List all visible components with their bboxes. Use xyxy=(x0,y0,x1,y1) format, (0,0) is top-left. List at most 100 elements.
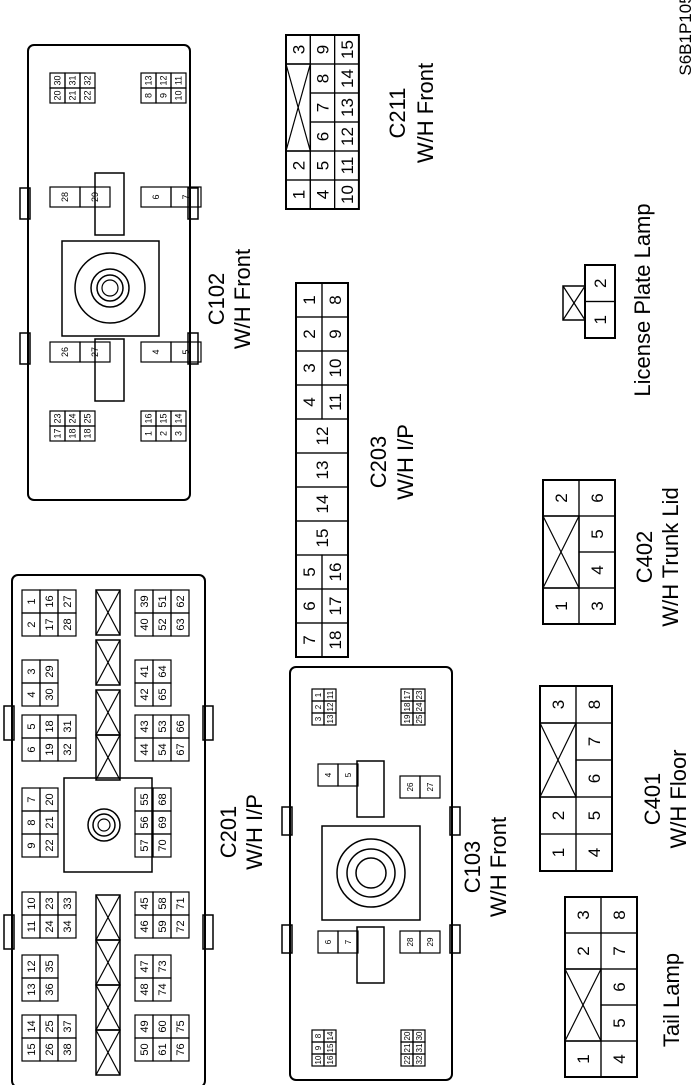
c402-name: W/H Trunk Lid xyxy=(658,487,683,626)
c102-pin-label: 28 xyxy=(60,192,70,202)
c201-pin-label: 45 xyxy=(139,897,151,909)
c201-pin-label: 37 xyxy=(62,1020,74,1032)
c103-pin-label: 28 xyxy=(406,937,415,946)
c201-blank xyxy=(95,639,121,686)
c103-center-boss xyxy=(321,825,421,921)
cross-line xyxy=(95,589,121,636)
c201-pin-label: 4 xyxy=(26,691,38,697)
c103-pin-label: 22 xyxy=(403,1055,412,1064)
c201-pin-label: 63 xyxy=(175,618,187,630)
c401-name: W/H Floor xyxy=(666,750,691,849)
license-plate-lamp-pin-label: 2 xyxy=(591,279,610,288)
c201-pin-label: 74 xyxy=(157,983,169,995)
c201-pin-label: 8 xyxy=(26,819,38,825)
c201-pin-label: 43 xyxy=(139,720,151,732)
c201-pin-label: 62 xyxy=(175,595,187,607)
c201-pin-label: 30 xyxy=(44,688,56,700)
c203-pin-label: 6 xyxy=(300,601,319,610)
c103-pin-label: 3 xyxy=(314,716,323,721)
c201-pin-label: 42 xyxy=(139,688,151,700)
c211-pin-label: 9 xyxy=(314,45,333,54)
c201-pin xyxy=(57,737,77,762)
c103-pin-label: 5 xyxy=(344,772,353,777)
c211-pin-label: 13 xyxy=(338,98,357,117)
c201-pin-label: 39 xyxy=(139,595,151,607)
c103-slot xyxy=(356,760,385,818)
c201-pin xyxy=(39,682,59,707)
c201-pin-label: 65 xyxy=(157,688,169,700)
c201-pin xyxy=(57,1037,77,1062)
c201-pin-label: 22 xyxy=(44,839,56,851)
c201-pin-label: 3 xyxy=(26,668,38,674)
c102-pin xyxy=(79,87,96,104)
c103-latch xyxy=(281,924,293,954)
c203-pin-label: 9 xyxy=(326,329,345,338)
c201-pin-label: 57 xyxy=(139,839,151,851)
c103-latch xyxy=(449,924,461,954)
c102-pin-label: 12 xyxy=(159,75,169,85)
tail-lamp-pin-label: 4 xyxy=(610,1054,629,1063)
c102-pin-label: 4 xyxy=(151,349,161,354)
figure-code: S6B1P105 xyxy=(676,0,695,76)
c103-pin-label: 27 xyxy=(426,782,435,791)
c201-pin-label: 50 xyxy=(139,1043,151,1055)
c201-pin-label: 49 xyxy=(139,1020,151,1032)
c201-pin-label: 59 xyxy=(157,920,169,932)
c401-pin-label: 2 xyxy=(549,811,568,820)
cross-line xyxy=(95,939,121,986)
c102-pin-label: 8 xyxy=(144,93,154,98)
c201-pin-label: 17 xyxy=(44,618,56,630)
c103-pin-label: 18 xyxy=(403,702,412,711)
c102-boss-ring xyxy=(90,268,130,308)
c203-pin-label: 3 xyxy=(300,363,319,372)
c102-latch xyxy=(19,332,31,365)
c201-pin-label: 51 xyxy=(157,595,169,607)
c102-pin-label: 24 xyxy=(68,413,78,423)
c201-pin-label: 55 xyxy=(139,793,151,805)
c201-pin-label: 32 xyxy=(62,743,74,755)
c102-pin-label: 27 xyxy=(90,347,100,357)
c203-pin-label: 17 xyxy=(326,597,345,616)
c401-pin-label: 6 xyxy=(585,774,604,783)
c103-pin xyxy=(419,930,441,954)
c102-latch xyxy=(187,187,199,220)
c211-pin-label: 14 xyxy=(338,69,357,88)
c201-pin-label: 10 xyxy=(26,897,38,909)
c102-pin xyxy=(170,425,187,442)
c103-pin-label: 4 xyxy=(324,772,333,777)
c201-pin-label: 26 xyxy=(44,1043,56,1055)
c201-pin-label: 16 xyxy=(44,595,56,607)
c103-pin xyxy=(337,930,359,954)
c401-pin-label: 5 xyxy=(585,811,604,820)
c402-pin-label: 5 xyxy=(588,529,607,538)
c103-pin-label: 14 xyxy=(326,1031,335,1040)
license-plate-lamp-pin-label: 1 xyxy=(591,315,610,324)
c102-pin-label: 10 xyxy=(174,90,184,100)
c103-pin-label: 30 xyxy=(415,1031,424,1040)
c201-pin-label: 13 xyxy=(26,983,38,995)
c203-pin-label: 5 xyxy=(300,567,319,576)
c103-pin xyxy=(412,1053,426,1067)
c201-center-boss xyxy=(63,777,153,873)
tail-lamp-pin-label: 3 xyxy=(574,910,593,919)
c102-pin xyxy=(79,425,96,442)
cross-line xyxy=(285,63,311,152)
c102-pin xyxy=(170,186,202,208)
c102-pin-label: 25 xyxy=(83,413,93,423)
c201-pin xyxy=(152,833,172,858)
c102-pin-label: 7 xyxy=(181,194,191,199)
c201-pin-label: 56 xyxy=(139,816,151,828)
c201-pin-label: 29 xyxy=(44,665,56,677)
c103-boss-ring xyxy=(355,857,387,889)
cross-line xyxy=(95,734,121,781)
c201-pin-label: 71 xyxy=(175,897,187,909)
c103-pin-label: 26 xyxy=(406,782,415,791)
c103-pin xyxy=(337,763,359,787)
c402-pin-label: 4 xyxy=(588,565,607,574)
c201-pin-label: 12 xyxy=(26,960,38,972)
c203-pin-label: 16 xyxy=(326,563,345,582)
c102-pin-label: 26 xyxy=(60,347,70,357)
c201-blank xyxy=(95,1029,121,1076)
c203-pin-label: 10 xyxy=(326,359,345,378)
c201-pin-label: 21 xyxy=(44,816,56,828)
